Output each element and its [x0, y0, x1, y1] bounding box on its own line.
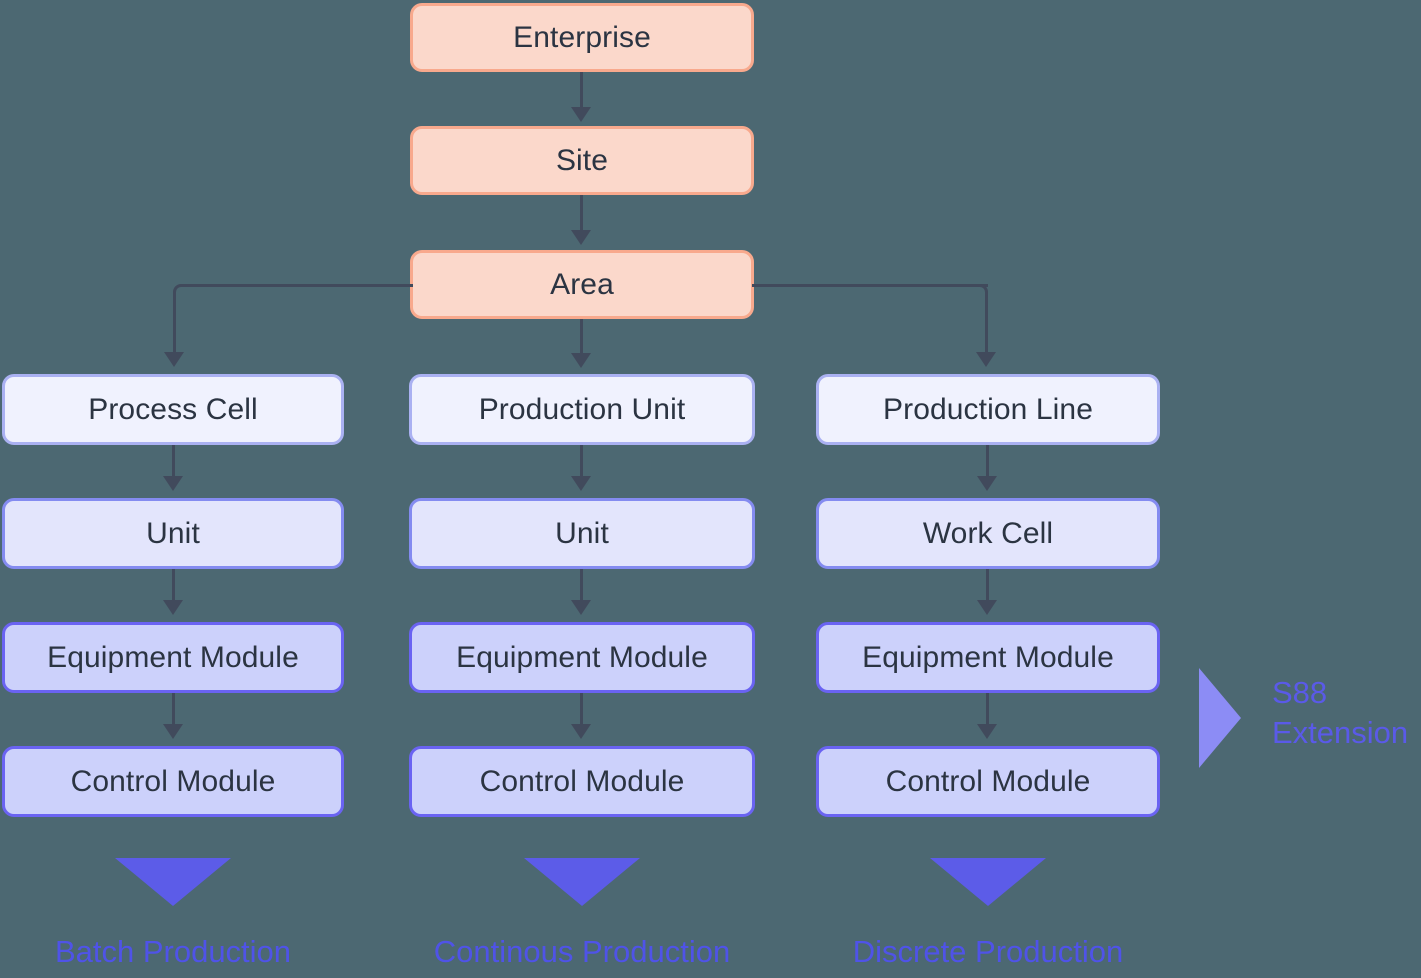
- node-production-line[interactable]: Production Line: [816, 374, 1160, 445]
- connector-production-line-work-cell: [986, 445, 989, 480]
- arrowhead-equipment-continuous: [571, 600, 591, 615]
- outcome-chevron-continuous: [524, 858, 640, 906]
- connector-equipment-control-continuous: [580, 693, 583, 728]
- branch-drop-left: [173, 300, 176, 358]
- connector-work-cell-equipment: [986, 569, 989, 604]
- connector-site-area: [580, 195, 583, 235]
- arrowhead-unit-batch: [163, 476, 183, 491]
- node-label: Site: [555, 143, 609, 177]
- node-label: Unit: [146, 516, 200, 550]
- node-equipment-module-discrete[interactable]: Equipment Module: [816, 622, 1160, 693]
- arrowhead-site: [571, 107, 591, 122]
- connector-process-cell-unit: [172, 445, 175, 480]
- arrowhead-control-discrete: [977, 724, 997, 739]
- node-label: Production Unit: [478, 392, 686, 426]
- arrowhead-process-cell: [164, 352, 184, 367]
- s88-extension-label: S88 Extension: [1272, 673, 1408, 752]
- node-label: Control Module: [479, 764, 685, 798]
- node-equipment-module-batch[interactable]: Equipment Module: [2, 622, 344, 693]
- arrowhead-production-unit: [571, 353, 591, 368]
- node-control-module-discrete[interactable]: Control Module: [816, 746, 1160, 817]
- connector-enterprise-site: [580, 72, 583, 112]
- node-label: Control Module: [885, 764, 1091, 798]
- arrowhead-production-line: [976, 352, 996, 367]
- node-area[interactable]: Area: [410, 250, 754, 319]
- node-equipment-module-continuous[interactable]: Equipment Module: [409, 622, 755, 693]
- s88-extension-line2: Extension: [1272, 714, 1409, 750]
- connector-production-unit-unit: [580, 445, 583, 480]
- node-label: Equipment Module: [862, 640, 1114, 674]
- node-unit-continuous[interactable]: Unit: [409, 498, 755, 569]
- node-process-cell[interactable]: Process Cell: [2, 374, 344, 445]
- arrowhead-area: [571, 230, 591, 245]
- s88-extension-arrow-icon: [1199, 668, 1241, 768]
- branch-drop-right: [985, 300, 988, 358]
- arrowhead-equipment-batch: [163, 600, 183, 615]
- branch-corner-left: [173, 284, 191, 302]
- node-label: Control Module: [70, 764, 276, 798]
- node-label: Equipment Module: [456, 640, 708, 674]
- node-production-unit[interactable]: Production Unit: [409, 374, 755, 445]
- node-label: Unit: [555, 516, 609, 550]
- s88-extension-line1: S88: [1272, 675, 1328, 710]
- arrowhead-unit-continuous: [571, 476, 591, 491]
- outcome-label-batch: Batch Production: [54, 934, 292, 969]
- node-label: Process Cell: [88, 392, 258, 426]
- outcome-chevron-discrete: [930, 858, 1046, 906]
- node-work-cell[interactable]: Work Cell: [816, 498, 1160, 569]
- branch-corner-right: [970, 284, 988, 302]
- node-label: Production Line: [883, 392, 1093, 426]
- node-label: Enterprise: [513, 20, 651, 54]
- branch-drop-center: [580, 319, 583, 359]
- arrowhead-work-cell: [977, 476, 997, 491]
- branch-line-left: [188, 284, 413, 287]
- connector-equipment-control-discrete: [986, 693, 989, 728]
- branch-line-right: [752, 284, 988, 287]
- outcome-chevron-batch: [115, 858, 231, 906]
- node-label: Work Cell: [922, 516, 1054, 550]
- outcome-label-discrete: Discrete Production: [852, 934, 1124, 969]
- connector-unit-equipment-continuous: [580, 569, 583, 604]
- connector-unit-equipment-batch: [172, 569, 175, 604]
- outcome-label-continuous: Continous Production: [433, 934, 731, 969]
- connector-equipment-control-batch: [172, 693, 175, 728]
- arrowhead-equipment-discrete: [977, 600, 997, 615]
- node-control-module-continuous[interactable]: Control Module: [409, 746, 755, 817]
- node-enterprise[interactable]: Enterprise: [410, 3, 754, 72]
- node-label: Equipment Module: [47, 640, 299, 674]
- node-label: Area: [550, 267, 614, 301]
- arrowhead-control-batch: [163, 724, 183, 739]
- arrowhead-control-continuous: [571, 724, 591, 739]
- node-unit-batch[interactable]: Unit: [2, 498, 344, 569]
- node-site[interactable]: Site: [410, 126, 754, 195]
- node-control-module-batch[interactable]: Control Module: [2, 746, 344, 817]
